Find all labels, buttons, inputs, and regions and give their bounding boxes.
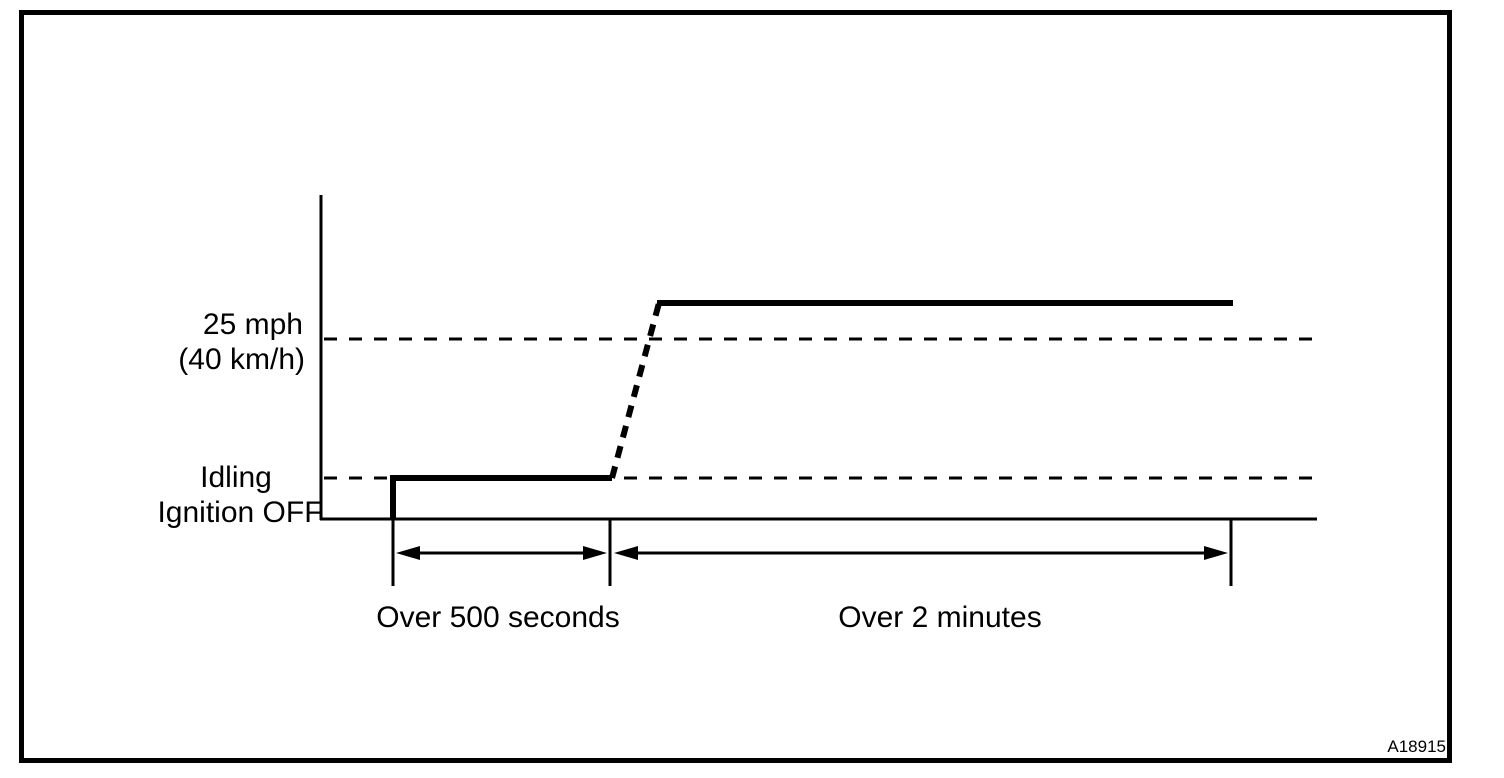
speed-kmh-label: (40 km/h)	[178, 343, 305, 376]
ignition-off-label: Ignition OFF	[157, 496, 322, 529]
interval-1-label: Over 500 seconds	[376, 601, 619, 634]
interval-2-right-arrowhead-icon	[1204, 546, 1228, 560]
interval-1-right-arrowhead-icon	[583, 546, 607, 560]
speed-mph-label: 25 mph	[203, 308, 303, 341]
figure-border	[19, 10, 1452, 763]
figure-reference-code: A18915	[1387, 737, 1446, 756]
idling-segment-line	[390, 475, 612, 520]
interval-2-left-arrowhead-icon	[614, 546, 638, 560]
interval-1-left-arrowhead-icon	[396, 546, 420, 560]
acceleration-transition-line	[609, 302, 662, 479]
interval-2-label: Over 2 minutes	[838, 601, 1041, 634]
idling-label: Idling	[200, 461, 272, 494]
